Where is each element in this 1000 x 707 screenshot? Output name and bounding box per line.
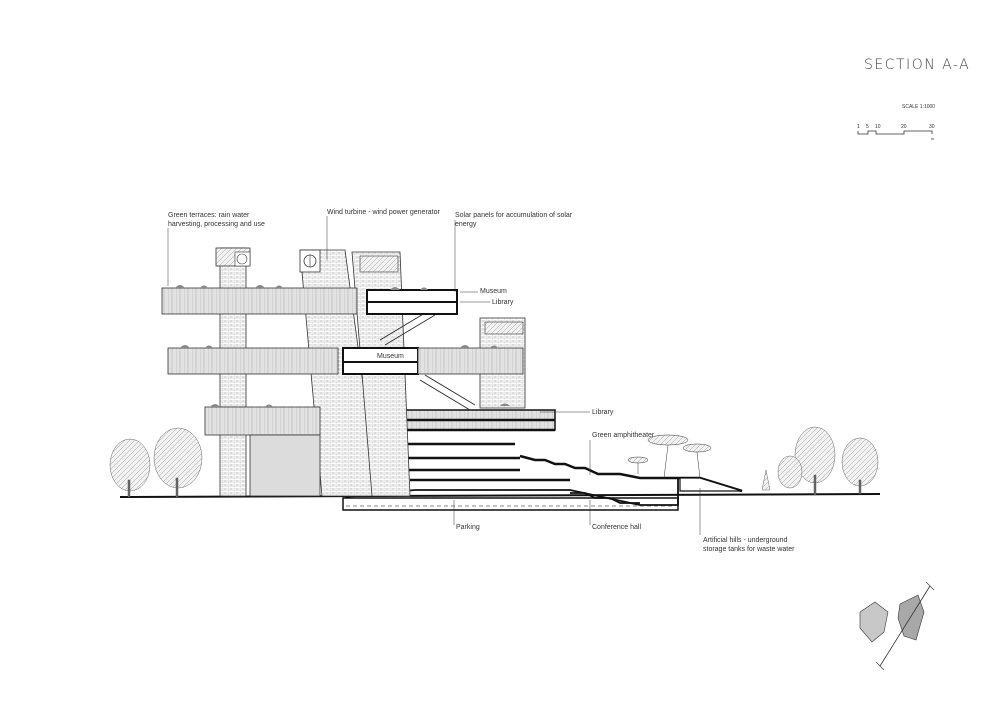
ground-line bbox=[119, 493, 881, 498]
scale-tick-label: 20 bbox=[901, 124, 907, 130]
roof-planting bbox=[175, 285, 510, 407]
label-library-top: Library bbox=[492, 299, 514, 306]
label-green-terraces: Green terraces: rain water harvesting, p… bbox=[168, 212, 265, 228]
terrace-low bbox=[204, 406, 321, 497]
label-parking: Parking bbox=[456, 524, 480, 531]
scale-tick-label: 1 bbox=[857, 124, 860, 130]
scale-bar: 1 5 10 20 30 m bbox=[857, 124, 935, 140]
leader-lines bbox=[167, 216, 701, 535]
label-library-low: Library bbox=[592, 409, 614, 416]
scale-label: SCALE 1:1000 bbox=[902, 104, 936, 110]
label-museum-top: Museum bbox=[480, 288, 507, 295]
pine-trees bbox=[627, 434, 712, 479]
parking-level bbox=[342, 497, 679, 511]
key-plan bbox=[859, 581, 935, 671]
terrace-top bbox=[161, 287, 458, 315]
label-green-amphitheater: Green amphitheater bbox=[592, 432, 655, 439]
section-title: SECTION A-A bbox=[864, 57, 971, 73]
trees-left bbox=[109, 427, 203, 498]
artificial-hill bbox=[679, 477, 743, 492]
label-wind-turbine: Wind turbine - wind power generator bbox=[327, 209, 440, 216]
label-artificial-hills: Artificial hills - underground storage t… bbox=[703, 537, 795, 553]
trees-right bbox=[761, 426, 879, 496]
label-solar-panels: Solar panels for accumulation of solar e… bbox=[455, 212, 573, 228]
scale-unit-label: m bbox=[931, 136, 935, 140]
terrace-middle bbox=[167, 347, 524, 375]
scale-tick-label: 5 bbox=[866, 124, 869, 130]
scale-tick-label: 30 bbox=[929, 124, 935, 130]
label-conference-hall: Conference hall bbox=[592, 524, 642, 531]
scale-tick-label: 10 bbox=[875, 124, 881, 130]
label-museum-mid: Museum bbox=[377, 353, 404, 360]
